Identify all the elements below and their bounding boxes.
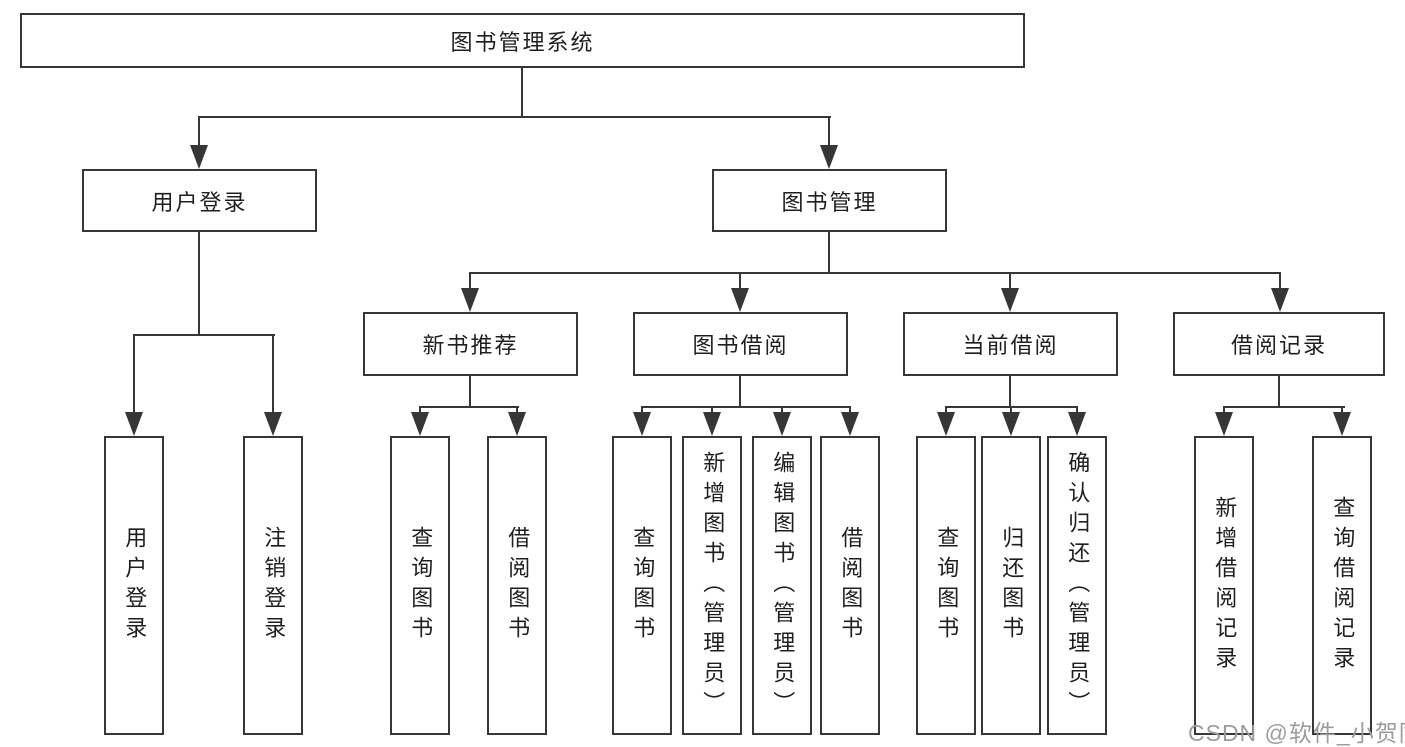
connector-root-trunk — [521, 68, 523, 118]
connector-trunk — [1009, 376, 1011, 408]
leaf-label: 用户登录 — [122, 525, 148, 646]
leaf-label: 查询图书 — [934, 525, 960, 646]
node-book-borrowing: 图书借阅 — [633, 312, 848, 376]
leaf-add-books-admin: 新增图书（管理员） — [682, 436, 742, 735]
node-current-borrowing: 当前借阅 — [903, 312, 1118, 376]
leaf-logout: 注销登录 — [243, 436, 303, 735]
connector-stem — [781, 406, 783, 416]
leaf-label: 查询借阅记录 — [1330, 495, 1356, 676]
leaf-label: 借阅图书 — [838, 525, 864, 646]
leaf-search-borrow-record: 查询借阅记录 — [1312, 436, 1372, 735]
arrowhead-down-icon — [190, 145, 208, 169]
connector-rail — [133, 334, 275, 336]
arrowhead-down-icon — [773, 412, 791, 436]
connector-rail — [419, 406, 519, 408]
connector-stem — [1341, 406, 1343, 416]
leaf-label: 归还图书 — [999, 525, 1025, 646]
arrowhead-down-icon — [508, 412, 526, 436]
leaf-search-books-current: 查询图书 — [916, 436, 976, 735]
arrowhead-down-icon — [841, 412, 859, 436]
connector-stem — [849, 406, 851, 416]
node-borrowing-records: 借阅记录 — [1173, 312, 1385, 376]
node-new-book-recommendation: 新书推荐 — [363, 312, 578, 376]
connector-stem — [1076, 406, 1078, 416]
leaf-search-books-borrowing: 查询图书 — [612, 436, 672, 735]
node-label: 用户登录 — [151, 189, 248, 215]
connector-stem — [945, 406, 947, 416]
connector-bookmgmt-trunk — [828, 232, 830, 274]
connector-stem — [1223, 406, 1225, 416]
leaf-return-books: 归还图书 — [981, 436, 1041, 735]
arrowhead-down-icon — [937, 412, 955, 436]
leaf-label: 借阅图书 — [505, 525, 531, 646]
leaf-label: 编辑图书（管理员） — [770, 450, 796, 721]
connector-stem — [133, 334, 135, 416]
connector-stem — [516, 406, 518, 416]
connector-userlogin-trunk — [198, 232, 200, 336]
arrowhead-down-icon — [1215, 412, 1233, 436]
arrowhead-down-icon — [1271, 288, 1289, 312]
connector-stem — [469, 272, 471, 292]
connector-stem — [419, 406, 421, 416]
arrowhead-down-icon — [1002, 412, 1020, 436]
connector-rail — [641, 406, 851, 408]
leaf-search-books-recommend: 查询图书 — [390, 436, 450, 735]
connector-stem — [1009, 272, 1011, 292]
connector-stem — [1279, 272, 1281, 292]
leaf-label: 新增借阅记录 — [1212, 495, 1238, 676]
node-label: 当前借阅 — [962, 333, 1059, 358]
connector-level2-rail — [198, 116, 831, 118]
connector-level3-rail — [469, 272, 1281, 274]
leaf-user-login: 用户登录 — [104, 436, 164, 735]
leaf-label: 注销登录 — [261, 525, 287, 646]
connector-stem — [739, 272, 741, 292]
arrowhead-down-icon — [411, 412, 429, 436]
node-user-login: 用户登录 — [82, 169, 317, 232]
arrowhead-down-icon — [125, 412, 143, 436]
leaf-label: 新增图书（管理员） — [700, 450, 726, 721]
node-label: 借阅记录 — [1230, 333, 1327, 358]
connector-stem — [198, 116, 200, 150]
arrowhead-down-icon — [820, 145, 838, 169]
arrowhead-down-icon — [703, 412, 721, 436]
leaf-label: 确认归还（管理员） — [1065, 450, 1091, 721]
leaf-edit-books-admin: 编辑图书（管理员） — [752, 436, 812, 735]
connector-trunk — [1278, 376, 1280, 408]
leaf-label: 查询图书 — [408, 525, 434, 646]
connector-stem — [272, 334, 274, 416]
connector-stem — [1010, 406, 1012, 416]
node-label: 图书管理系统 — [450, 29, 595, 55]
node-book-management: 图书管理 — [712, 169, 947, 232]
arrowhead-down-icon — [633, 412, 651, 436]
arrowhead-down-icon — [1333, 412, 1351, 436]
arrowhead-down-icon — [264, 412, 282, 436]
leaf-label: 查询图书 — [630, 525, 656, 646]
node-label: 图书借阅 — [692, 333, 789, 358]
connector-stem — [711, 406, 713, 416]
leaf-add-borrow-record: 新增借阅记录 — [1194, 436, 1254, 735]
leaf-confirm-return-admin: 确认归还（管理员） — [1047, 436, 1107, 735]
connector-stem — [828, 116, 830, 150]
arrowhead-down-icon — [461, 288, 479, 312]
arrowhead-down-icon — [1001, 288, 1019, 312]
node-library-management-system: 图书管理系统 — [20, 13, 1025, 68]
arrowhead-down-icon — [731, 288, 749, 312]
leaf-borrow-books-borrowing: 借阅图书 — [820, 436, 880, 735]
connector-rail — [1223, 406, 1345, 408]
arrowhead-down-icon — [1068, 412, 1086, 436]
node-label: 图书管理 — [781, 189, 878, 215]
csdn-watermark: CSDN @软件_小贺同学 — [1188, 720, 1405, 746]
node-label: 新书推荐 — [422, 333, 519, 358]
connector-trunk — [469, 376, 471, 408]
connector-trunk — [739, 376, 741, 408]
connector-stem — [641, 406, 643, 416]
leaf-borrow-books-recommend: 借阅图书 — [487, 436, 547, 735]
